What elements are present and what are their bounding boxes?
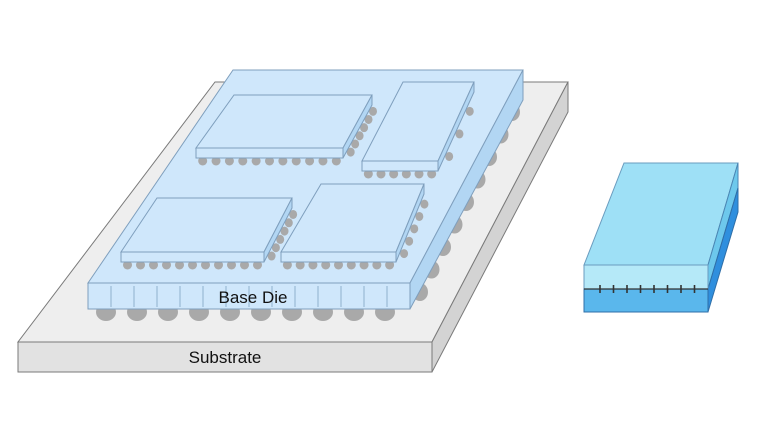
- chiplet-bump: [331, 156, 341, 166]
- chiplet-bump: [321, 260, 331, 270]
- chiplet-bump: [405, 236, 414, 246]
- chiplet: [280, 183, 429, 270]
- chiplet-bump: [351, 139, 360, 149]
- chiplet-bump: [308, 260, 318, 270]
- chiplet-bump: [136, 260, 145, 270]
- chiplet-bump: [280, 226, 289, 236]
- chiplet-bump: [227, 260, 236, 270]
- chiplet-bump: [346, 260, 356, 270]
- chiplet-front-face: [280, 251, 397, 263]
- substrate-label: Substrate: [189, 348, 262, 367]
- base-die-label: Base Die: [219, 288, 288, 307]
- chiplet-bump: [414, 169, 424, 179]
- chiplet-bump: [224, 156, 234, 166]
- chiplet-bump: [360, 123, 369, 133]
- chiplet-bump: [289, 209, 298, 219]
- chiplet-bump: [162, 260, 171, 270]
- chiplets: [120, 81, 475, 270]
- stacked-die-front-lower: [583, 288, 709, 313]
- chiplet-bump: [267, 251, 276, 261]
- chiplet: [195, 94, 377, 166]
- stacked-die: [583, 162, 739, 313]
- chiplet-bump: [455, 129, 464, 139]
- substrate-front-face: [17, 341, 433, 373]
- chiplet-bump: [282, 260, 292, 270]
- chiplet-bump: [198, 156, 208, 166]
- base-die-front-ticks: [110, 286, 388, 307]
- chiplet-bump: [400, 249, 409, 259]
- chiplet-bump: [271, 243, 280, 253]
- chiplet-bump: [305, 156, 315, 166]
- chiplet-bump: [364, 114, 373, 124]
- chiplet-bump: [265, 156, 274, 166]
- chiplet-bump: [149, 260, 158, 270]
- chiplet-bump: [276, 234, 285, 244]
- chiplet-front-face: [195, 147, 344, 159]
- chiplet-bump: [240, 260, 249, 270]
- chiplet-bump: [201, 260, 210, 270]
- chiplet: [120, 197, 298, 270]
- chiplet-bump: [389, 169, 399, 179]
- chiplet-front-face: [120, 251, 265, 263]
- chiplet-bump: [427, 169, 437, 179]
- chiplet-bump: [211, 156, 221, 166]
- chiplet-bump: [420, 199, 429, 209]
- chiplet-bump: [214, 260, 223, 270]
- chiplet-bump: [123, 260, 132, 270]
- chiplet-front-face: [361, 160, 439, 172]
- chiplet-bump: [363, 169, 373, 179]
- chiplet-bump: [251, 156, 261, 166]
- chiplet-bump: [445, 151, 454, 161]
- chiplet-bump: [372, 260, 382, 270]
- chiplet-bump: [295, 260, 305, 270]
- chiplet-bump: [410, 224, 419, 234]
- chiplet-bump: [291, 156, 301, 166]
- chiplet-bump: [188, 260, 197, 270]
- chiplet-bump: [415, 211, 424, 221]
- chiplet-bump: [175, 260, 184, 270]
- chiplet-bump: [238, 156, 248, 166]
- chiplet-bump: [334, 260, 343, 270]
- chiplet-bump: [401, 169, 411, 179]
- chiplet-bump: [385, 260, 395, 270]
- chiplet-bump: [359, 260, 369, 270]
- chiplet-bump: [465, 106, 474, 116]
- chiplet-bump: [346, 147, 355, 157]
- stacked-die-interconnects: [599, 285, 696, 293]
- chiplet-bump: [253, 260, 262, 270]
- stacked-die-front-upper: [583, 264, 709, 290]
- chiplet-bump: [278, 156, 288, 166]
- chiplet-bump: [368, 106, 377, 116]
- chiplet-bump: [318, 156, 328, 166]
- chiplet: [361, 81, 475, 179]
- chiplet-bump: [355, 131, 364, 141]
- chiplet-bump: [284, 218, 293, 228]
- chiplet-bump: [376, 169, 386, 179]
